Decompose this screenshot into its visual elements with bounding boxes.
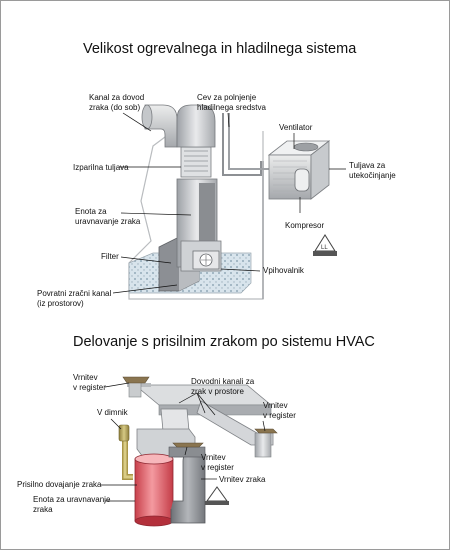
- register-center-shape: [172, 442, 204, 448]
- logo2-icon: [205, 486, 229, 505]
- register-left-shape: [122, 376, 150, 384]
- label-air-handler: Enota za uravnavanje zraka: [75, 207, 141, 226]
- label-return-register-left: Vrnitev v register: [73, 373, 106, 392]
- diagram2-title: Delovanje s prisilnim zrakom po sistemu …: [73, 334, 375, 350]
- label-forced-air-supply: Prisilno dovajanje zraka: [17, 480, 102, 489]
- label-compressor: Kompresor: [285, 221, 325, 230]
- compressor-shape: [294, 168, 310, 192]
- label-supply-ducts: Dovodni kanali za zrak v prostore: [191, 377, 255, 396]
- label-return-register-right: Vrnitev v register: [263, 401, 296, 420]
- diagram1-artwork: LL: [112, 104, 346, 300]
- furnace-shape: [134, 458, 174, 522]
- label-filter: Filter: [101, 252, 119, 261]
- label-blower: Vpihovalnik: [263, 266, 304, 275]
- return-duct2-shape: [170, 452, 206, 524]
- label-return-register-center: Vrnitev v register: [201, 453, 234, 472]
- label-return-duct: Povratni zračni kanal (iz prostorov): [37, 289, 112, 308]
- register-right-shape: [254, 428, 278, 434]
- logo-icon: LL: [313, 234, 337, 256]
- svg-text:LL: LL: [321, 245, 328, 251]
- label-refrigerant-pipe: Cev za polnjenje hladilnega sredstva: [197, 93, 266, 112]
- label-return-air: Vrnitev zraka: [219, 475, 266, 484]
- chimney-shape: [118, 424, 130, 442]
- label-supply-duct: Kanal za dovod zraka (do sob): [89, 93, 145, 112]
- diagram1-title: Velikost ogrevalnega in hladilnega siste…: [83, 41, 357, 57]
- label-air-handler-2: Enota za uravnavanje zraka: [33, 495, 111, 514]
- diagram2-artwork: [101, 376, 278, 527]
- label-evaporator-coil: Izparilna tuljava: [73, 163, 129, 172]
- label-condenser-coil: Tuljava za utekočinjanje: [349, 161, 396, 180]
- label-fan: Ventilator: [279, 123, 313, 132]
- label-chimney: V dimnik: [97, 408, 128, 417]
- supply-duct-shape: [144, 104, 178, 148]
